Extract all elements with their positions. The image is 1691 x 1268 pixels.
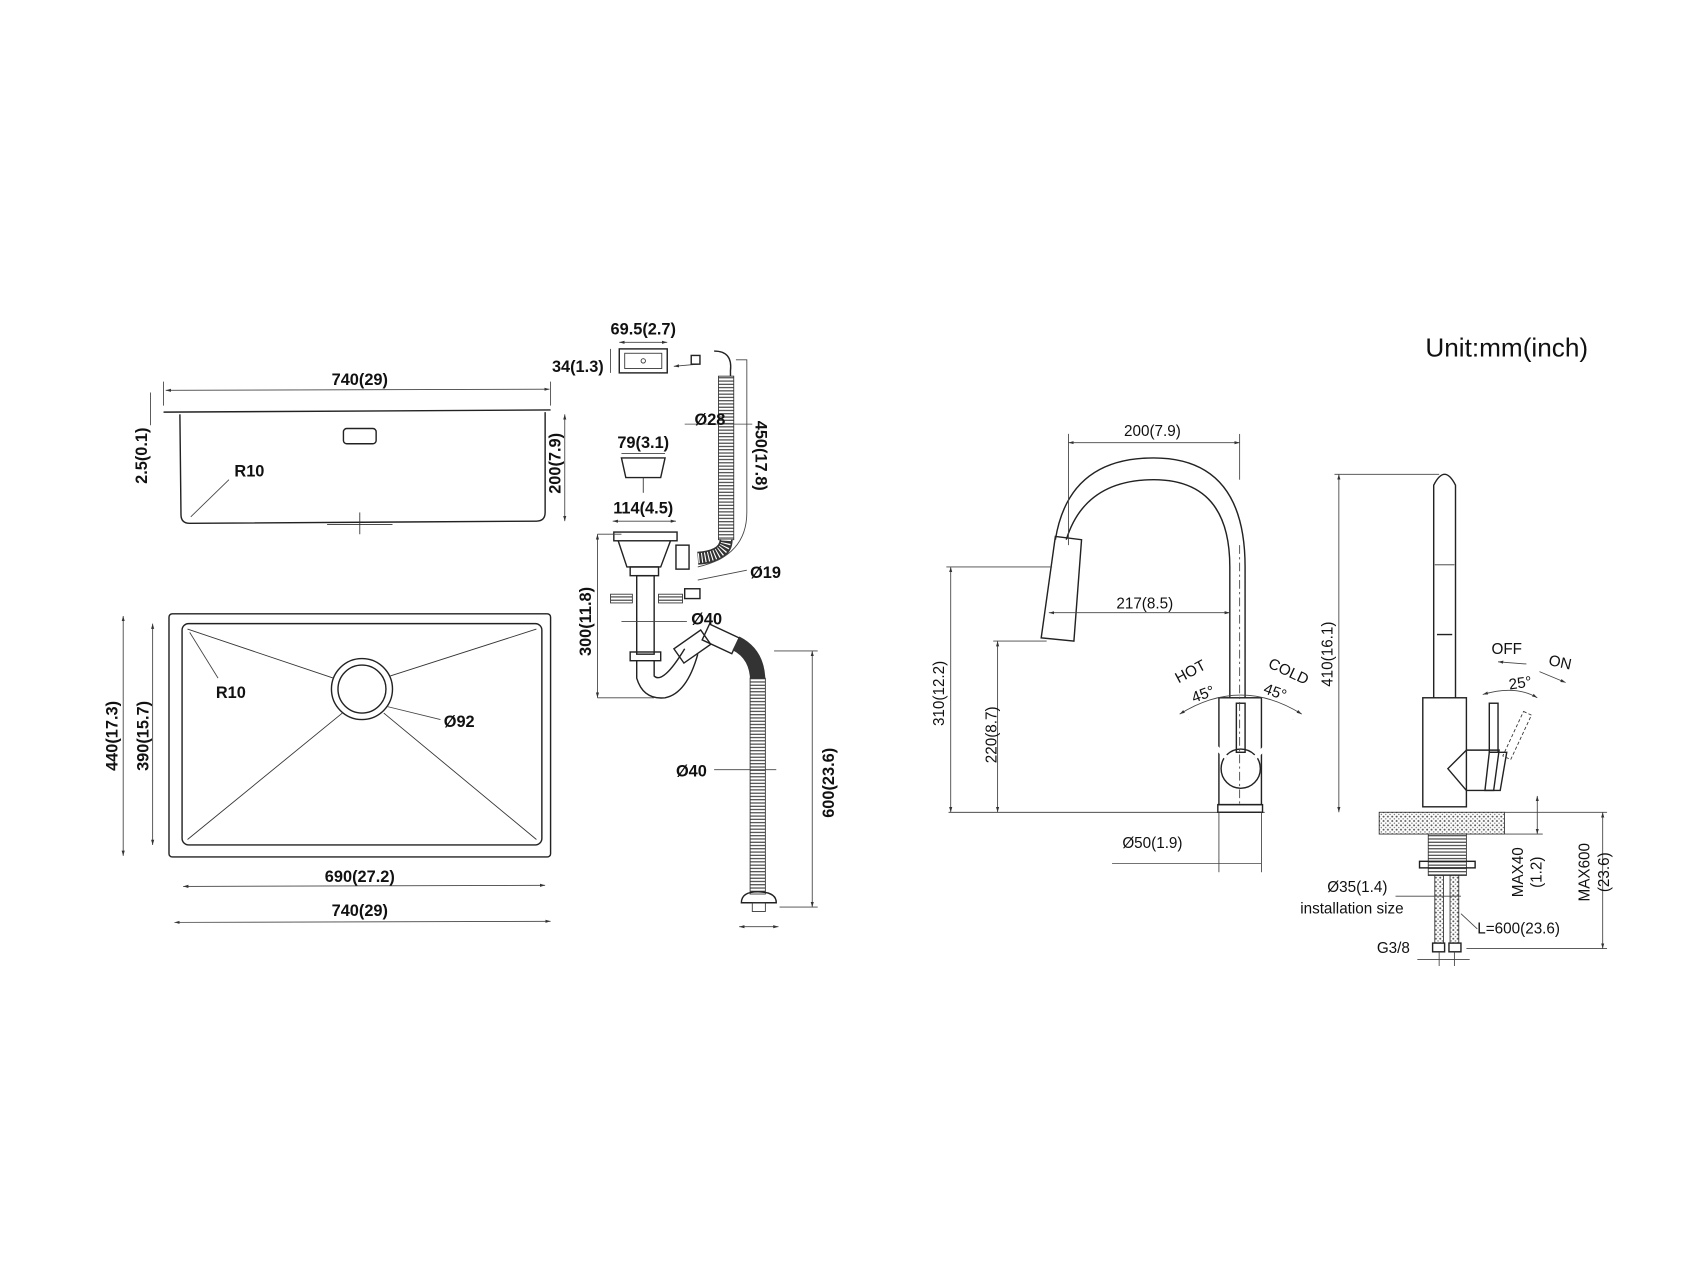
drain-assembly: 69.5(2.7) 34(1.3) Ø28 450(17.8) 79(3.1) …	[552, 321, 838, 929]
pipe-diameter: Ø40	[691, 611, 722, 629]
sink-depth: 200(7.9)	[546, 433, 564, 494]
front-reach: 200(7.9)	[1124, 423, 1181, 440]
hose-length-label: L=600(23.6)	[1477, 920, 1560, 937]
top-radius: R10	[216, 684, 246, 702]
faucet-front-view: 200(7.9) 217(8.5) 310(12.2) 220(8.7) HOT…	[931, 423, 1311, 873]
sink-side-width: 740(29)	[332, 371, 388, 389]
max-deck: MAX40	[1510, 847, 1527, 897]
strainer-diameter: 114(4.5)	[613, 500, 673, 518]
hose-diameter: Ø40	[676, 762, 707, 780]
rim-thickness: 2.5(0.1)	[133, 428, 151, 484]
max-deck-inch: (1.2)	[1529, 857, 1546, 888]
thread-size: G3/8	[1377, 940, 1410, 957]
nozzle-height: 220(8.7)	[984, 706, 1001, 763]
hose-length: 600(23.6)	[820, 748, 838, 818]
unit-label: Unit:mm(inch)	[1425, 333, 1588, 363]
base-diameter: Ø50(1.9)	[1122, 835, 1182, 852]
drain-diameter: Ø92	[444, 713, 475, 731]
overflow-hose-length: 450(17.8)	[752, 421, 770, 491]
overflow-hose-diameter: Ø28	[694, 411, 725, 429]
side-radius: R10	[234, 462, 264, 480]
outer-length: 440(17.3)	[104, 701, 122, 771]
overflow-width: 69.5(2.7)	[611, 321, 676, 339]
inner-width: 690(27.2)	[325, 868, 395, 886]
cold-angle: 45°	[1261, 681, 1288, 705]
spout-height: 310(12.2)	[931, 661, 948, 726]
sink-top-view: 440(17.3) 390(15.7) R10 Ø92 690(27.2) 74…	[104, 613, 552, 924]
handle-angle: 25°	[1508, 673, 1533, 693]
outer-width: 740(29)	[332, 902, 388, 920]
install-label: installation size	[1300, 901, 1403, 918]
spout-reach: 217(8.5)	[1116, 595, 1173, 612]
sink-side-view: 740(29) 2.5(0.1) 200(7.9) R10	[133, 371, 567, 535]
inner-length: 390(15.7)	[134, 701, 152, 771]
side-height: 410(16.1)	[1319, 622, 1336, 687]
overflow-height: 34(1.3)	[552, 358, 604, 376]
max-hose: MAX600	[1577, 843, 1594, 902]
hot-label: HOT	[1172, 657, 1208, 687]
hot-angle: 45°	[1189, 683, 1216, 707]
side-inlet-diameter: Ø19	[750, 564, 781, 582]
max-hose-inch: (23.6)	[1596, 852, 1613, 892]
install-diameter: Ø35(1.4)	[1327, 879, 1387, 896]
basket-diameter: 79(3.1)	[617, 434, 669, 452]
trap-height: 300(11.8)	[577, 587, 595, 656]
off-label: OFF	[1491, 641, 1522, 658]
faucet-side-view: 410(16.1) OFF ON 25° MAX40 (1.2) MAX600 …	[1300, 473, 1613, 966]
on-label: ON	[1547, 652, 1573, 673]
